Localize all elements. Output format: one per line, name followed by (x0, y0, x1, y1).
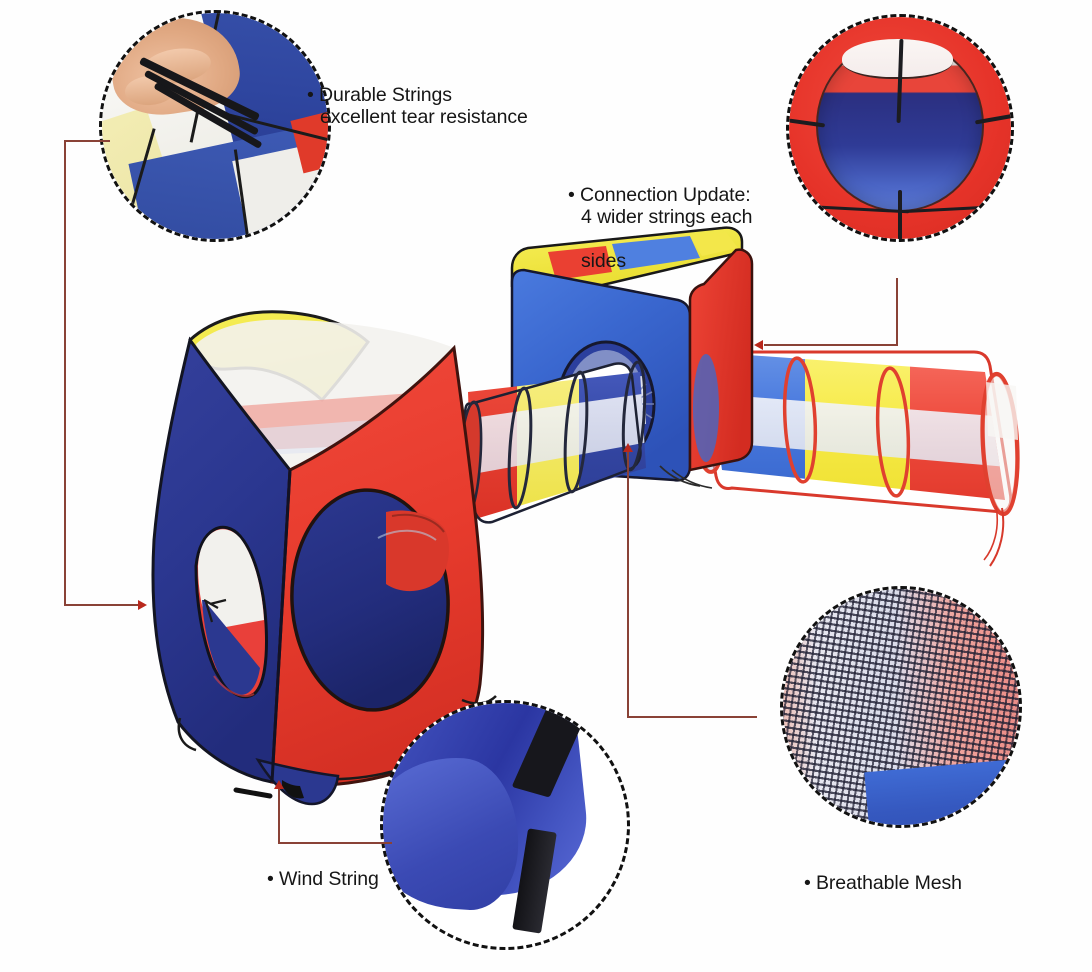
detail-circle-breathable-mesh (780, 586, 1022, 828)
detail-circle-wind-string (380, 700, 630, 950)
connector-connection-horz (764, 344, 898, 346)
connector-mesh-arrow (623, 443, 633, 452)
callout-connection-update-line3: sides (581, 250, 627, 272)
bullet-icon: • (568, 184, 575, 206)
callout-wind-string-line1: Wind String (279, 868, 379, 890)
callout-connection-update-line2: 4 wider strings each (581, 206, 753, 228)
connector-wind-vert (278, 788, 280, 844)
callout-breathable-mesh-line1: Breathable Mesh (816, 872, 962, 894)
detail-circle-connection-update (786, 14, 1014, 242)
callout-connection-update: •Connection Update: 4 wider strings each… (568, 162, 781, 294)
callout-durable-strings-line2: excellent tear resistance (320, 106, 528, 128)
callout-wind-string: •Wind String (267, 846, 480, 890)
detail-circle-durable-strings (99, 10, 331, 242)
bullet-icon: • (804, 872, 811, 894)
bullet-icon: • (307, 84, 314, 106)
pyramid-tent (151, 310, 505, 806)
connector-durable-strings-vert (64, 140, 66, 605)
connector-durable-strings-top (64, 140, 110, 142)
connector-connection-vert (896, 278, 898, 346)
connector-mesh-horz (627, 716, 757, 718)
callout-durable-strings: •Durable Strings excellent tear resistan… (307, 62, 580, 150)
connector-wind-arrow (274, 780, 284, 789)
callout-breathable-mesh: •Breathable Mesh (804, 850, 1057, 894)
connector-connection-arrow (754, 340, 763, 350)
connector-mesh-vert (627, 452, 629, 718)
connector-durable-strings-bottom (64, 604, 140, 606)
connector-wind-horz (278, 842, 392, 844)
callout-durable-strings-line1: Durable Strings (319, 84, 452, 106)
bullet-icon: • (267, 868, 274, 890)
callout-connection-update-line1: Connection Update: (580, 184, 751, 206)
connector-durable-strings-arrow (138, 600, 147, 610)
